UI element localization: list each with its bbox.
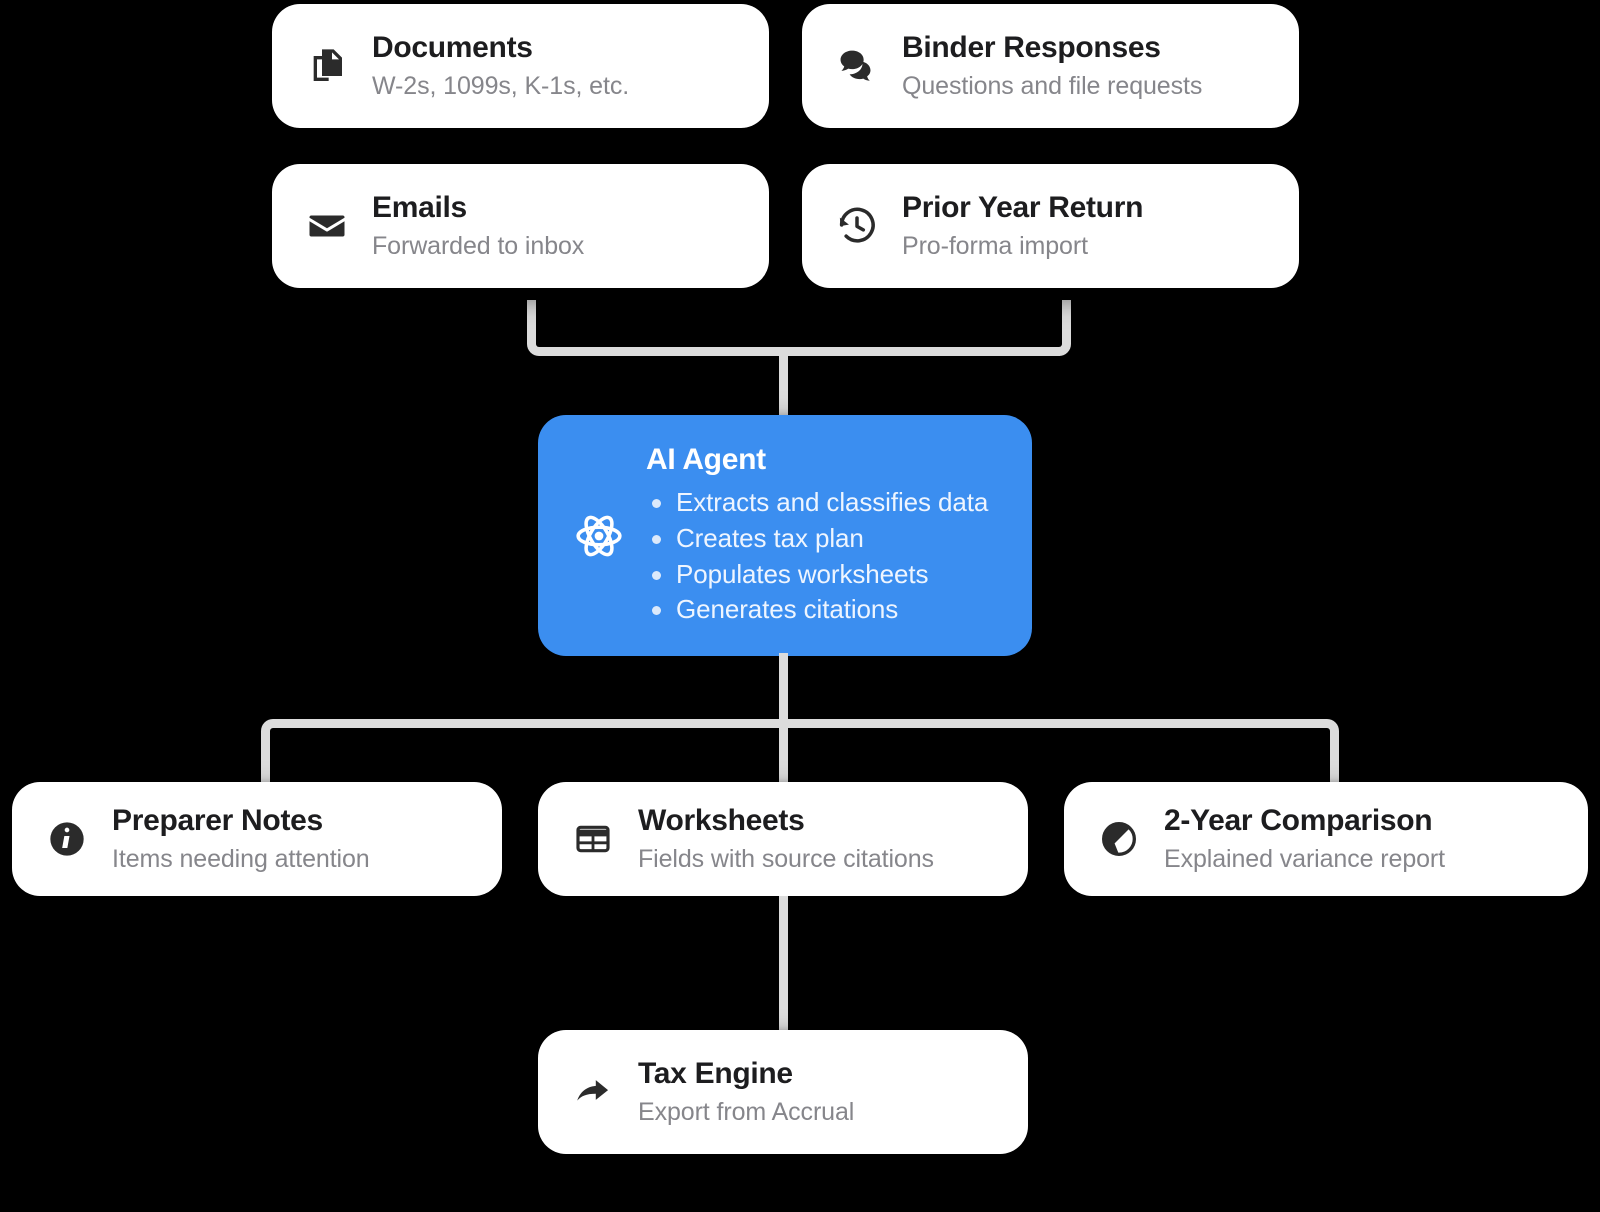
card-title: Preparer Notes	[112, 804, 323, 838]
connector-left-elbow-bottom	[261, 719, 283, 741]
share-forward-arrow-icon	[566, 1065, 620, 1119]
card-subtitle: Fields with source citations	[638, 844, 934, 873]
half-filled-circle-icon	[1092, 812, 1146, 866]
card-worksheets[interactable]: Worksheets Fields with source citations	[538, 782, 1028, 896]
agent-title: AI Agent	[646, 443, 766, 477]
card-text-documents: Documents W-2s, 1099s, K-1s, etc.	[372, 31, 629, 101]
card-subtitle: Pro-forma import	[902, 231, 1088, 260]
card-two-year-comparison[interactable]: 2-Year Comparison Explained variance rep…	[1064, 782, 1588, 896]
card-subtitle: Items needing attention	[112, 844, 370, 873]
card-subtitle: Questions and file requests	[902, 71, 1203, 100]
connector-agent-output-stem	[779, 653, 788, 723]
card-text-prior-year-return: Prior Year Return Pro-forma import	[902, 191, 1143, 261]
connector-preparer-notes-drop	[261, 736, 270, 782]
card-title: 2-Year Comparison	[1164, 804, 1433, 838]
connector-tax-engine-stem	[779, 896, 788, 1030]
card-text-emails: Emails Forwarded to inbox	[372, 191, 584, 261]
card-emails[interactable]: Emails Forwarded to inbox	[272, 164, 769, 288]
agent-bullet-item: Populates worksheets	[648, 557, 988, 593]
card-subtitle: Explained variance report	[1164, 844, 1445, 873]
agent-bullet-item: Creates tax plan	[648, 521, 988, 557]
card-text-binder-responses: Binder Responses Questions and file requ…	[902, 31, 1202, 101]
card-tax-engine[interactable]: Tax Engine Export from Accrual	[538, 1030, 1028, 1154]
card-title: Worksheets	[638, 804, 805, 838]
card-subtitle: Export from Accrual	[638, 1097, 855, 1126]
card-title: Emails	[372, 191, 467, 225]
card-text-tax-engine: Tax Engine Export from Accrual	[638, 1057, 854, 1127]
card-ai-agent[interactable]: AI Agent Extracts and classifies data Cr…	[538, 415, 1032, 656]
info-circle-icon	[40, 812, 94, 866]
agent-body: AI Agent Extracts and classifies data Cr…	[644, 443, 988, 627]
connector-input-bus	[540, 347, 1060, 356]
card-preparer-notes[interactable]: Preparer Notes Items needing attention	[12, 782, 502, 896]
connector-emails-stem	[527, 300, 536, 340]
connector-worksheets-drop	[779, 719, 788, 782]
card-title: Documents	[372, 31, 533, 65]
agent-bullet-item: Generates citations	[648, 592, 988, 628]
card-documents[interactable]: Documents W-2s, 1099s, K-1s, etc.	[272, 4, 769, 128]
agent-bullet-item: Extracts and classifies data	[648, 485, 988, 521]
card-title: Binder Responses	[902, 31, 1161, 65]
card-text-worksheets: Worksheets Fields with source citations	[638, 804, 934, 874]
connector-agent-input-drop	[779, 347, 788, 415]
table-grid-icon	[566, 812, 620, 866]
chat-bubbles-icon	[830, 39, 884, 93]
connector-left-elbow-top	[527, 334, 549, 356]
card-title: Tax Engine	[638, 1057, 793, 1091]
card-title: Prior Year Return	[902, 191, 1144, 225]
card-subtitle: Forwarded to inbox	[372, 231, 585, 260]
atom-icon	[568, 505, 630, 567]
card-subtitle: W-2s, 1099s, K-1s, etc.	[372, 71, 630, 100]
connector-comparison-drop	[1330, 736, 1339, 782]
connector-prior-year-stem	[1062, 300, 1071, 340]
documents-copy-icon	[300, 39, 354, 93]
connector-right-elbow-bottom	[1317, 719, 1339, 741]
card-prior-year-return[interactable]: Prior Year Return Pro-forma import	[802, 164, 1299, 288]
envelope-icon	[300, 199, 354, 253]
agent-bullet-list: Extracts and classifies data Creates tax…	[644, 485, 988, 627]
card-text-preparer-notes: Preparer Notes Items needing attention	[112, 804, 370, 874]
card-text-two-year-comparison: 2-Year Comparison Explained variance rep…	[1164, 804, 1445, 874]
connector-right-elbow-top	[1049, 334, 1071, 356]
card-binder-responses[interactable]: Binder Responses Questions and file requ…	[802, 4, 1299, 128]
connector-output-bus	[274, 719, 1326, 728]
history-clock-icon	[830, 199, 884, 253]
